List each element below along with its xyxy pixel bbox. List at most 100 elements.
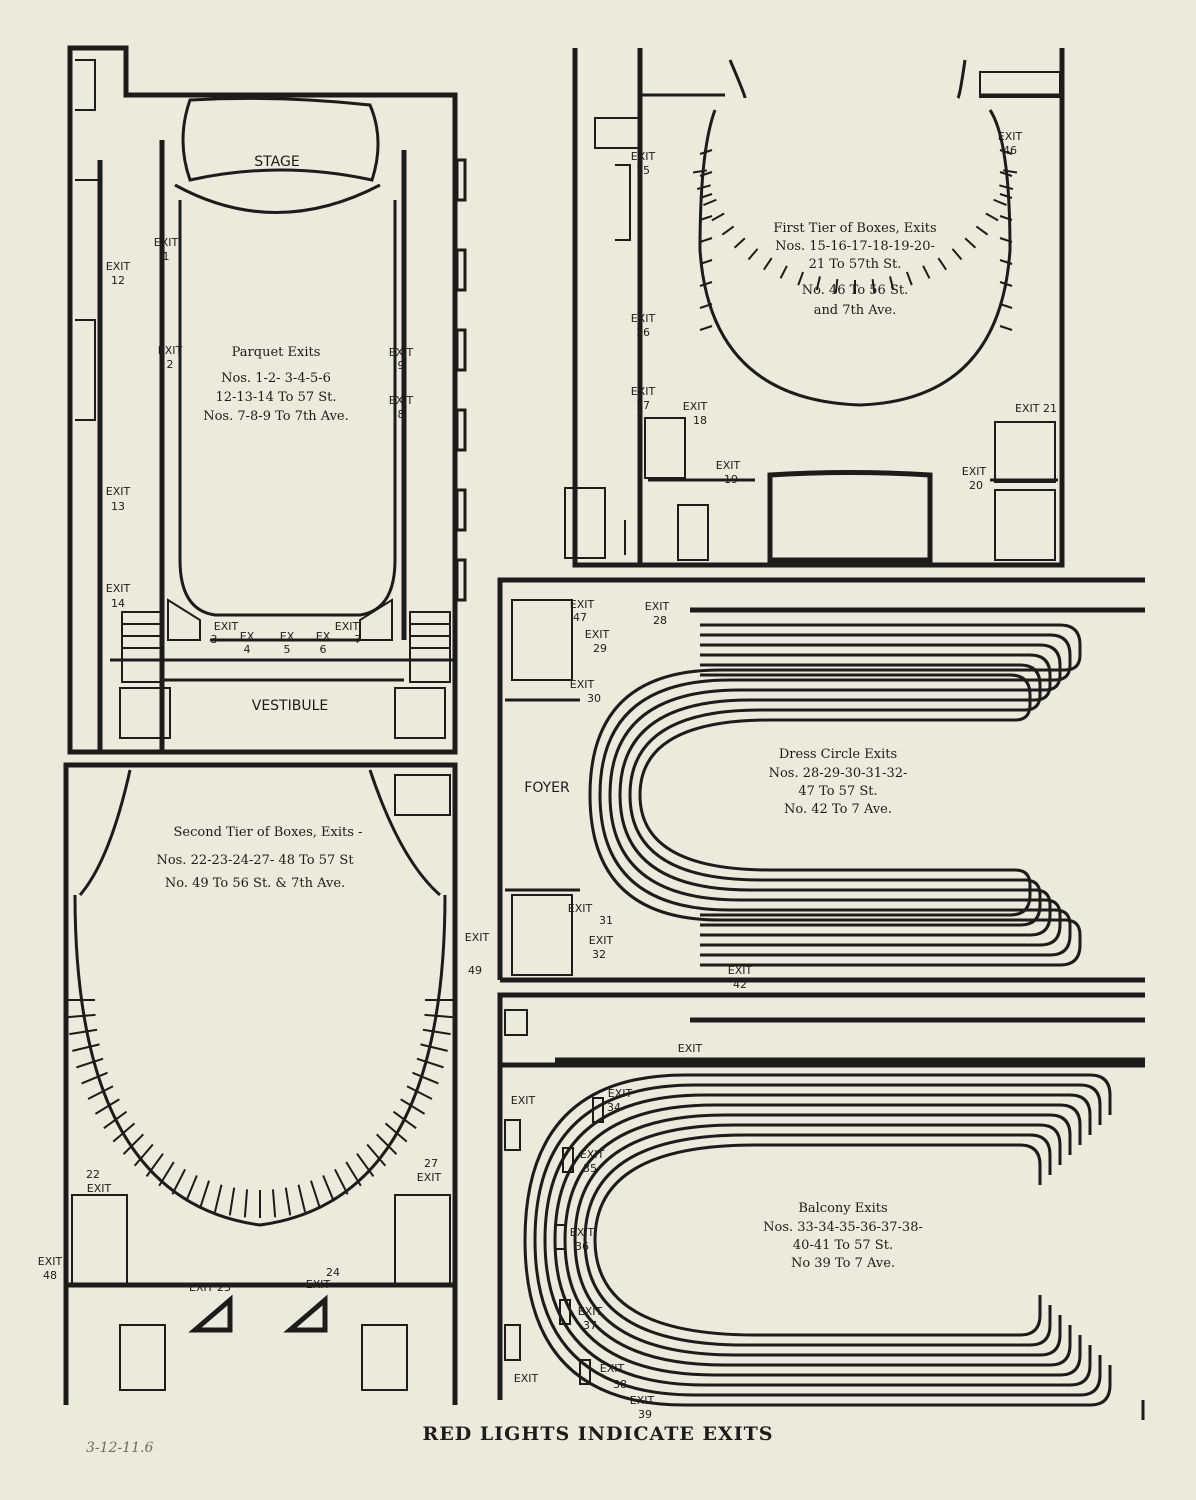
exit-1-num: 1 bbox=[163, 250, 170, 263]
seating-row-curve bbox=[593, 1239, 1042, 1337]
seat-tick bbox=[94, 1098, 120, 1115]
second-tier-line-3: No. 49 To 56 St. & 7th Ave. bbox=[165, 876, 345, 891]
balcony-line-3: 40-41 To 57 St. bbox=[793, 1238, 893, 1253]
first-tier-line-5: and 7th Ave. bbox=[814, 303, 897, 318]
seat-tick bbox=[699, 325, 713, 331]
seat-tick bbox=[834, 278, 839, 294]
exit-38-label: EXIT bbox=[600, 1362, 625, 1375]
exit-3-label: EXIT bbox=[214, 620, 239, 633]
seat-tick bbox=[103, 1110, 128, 1129]
pencil-annotation: 3-12-11.6 bbox=[86, 1440, 154, 1456]
seat-tick bbox=[905, 271, 913, 286]
seat-tick bbox=[999, 281, 1013, 287]
seating-row-curve bbox=[533, 1239, 1102, 1397]
exit-29-num: 29 bbox=[593, 642, 607, 655]
exit-1-label: EXIT bbox=[154, 236, 179, 249]
exit-3-num: 3 bbox=[211, 633, 218, 646]
seat-tick bbox=[797, 271, 805, 286]
seat-tick bbox=[112, 1122, 136, 1143]
exit-28-num: 28 bbox=[653, 614, 667, 627]
exit-30-num: 30 bbox=[587, 692, 601, 705]
exit-door bbox=[592, 1097, 604, 1123]
seat-tick bbox=[76, 1057, 104, 1069]
exit-12-num: 12 bbox=[111, 274, 125, 287]
exit-6-label: EX bbox=[316, 630, 331, 643]
exit-33-num: 33 bbox=[683, 1056, 697, 1069]
seat-tick bbox=[747, 248, 759, 261]
exit-15-num: 15 bbox=[636, 164, 650, 177]
exit-13-num: 13 bbox=[111, 500, 125, 513]
seat-tick bbox=[69, 1028, 98, 1036]
seat-tick bbox=[366, 1143, 387, 1167]
exit-33-label: EXIT bbox=[678, 1042, 703, 1055]
exit-7-num: 7 bbox=[355, 633, 362, 646]
foyer-label: FOYER bbox=[524, 780, 570, 796]
balcony-exit-doors bbox=[554, 1097, 604, 1385]
exit-door bbox=[559, 1299, 571, 1325]
balcony-exits: EXIT 33 EXIT 34 EXIT 35 EXIT 36 EXIT 37 … bbox=[511, 1042, 703, 1421]
exit-8-num: 8 bbox=[398, 408, 405, 421]
seat-tick bbox=[213, 1184, 223, 1213]
exit-34-num: 34 bbox=[607, 1101, 621, 1114]
exit-30-label: EXIT bbox=[570, 678, 595, 691]
exit-47-num: 47 bbox=[573, 611, 587, 624]
seat-tick bbox=[1002, 169, 1018, 174]
seat-tick bbox=[721, 225, 735, 236]
dress-circle-plan bbox=[497, 577, 1145, 983]
dress-circle-line-1: Dress Circle Exits bbox=[779, 747, 897, 762]
seating-row-curve bbox=[618, 698, 1052, 937]
exit-22-label: EXIT bbox=[87, 1182, 112, 1195]
seating-row-curve bbox=[553, 1103, 1082, 1241]
seating-row-curve bbox=[563, 1113, 1072, 1241]
exit-2-label: EXIT bbox=[158, 344, 183, 357]
exit-36-num: 36 bbox=[575, 1240, 589, 1253]
exit-door bbox=[554, 1224, 566, 1250]
seat-tick bbox=[937, 257, 947, 271]
seat-tick bbox=[763, 257, 773, 271]
exit-17-label: EXIT bbox=[631, 385, 656, 398]
seat-tick bbox=[699, 193, 713, 199]
seat-tick bbox=[699, 303, 713, 309]
seating-row-curve bbox=[523, 1073, 1112, 1241]
exit-42-label: EXIT bbox=[728, 964, 753, 977]
parquet-line-1: Nos. 1-2- 3-4-5-6 bbox=[221, 371, 331, 386]
seat-tick bbox=[412, 1071, 439, 1085]
exit-14-label: EXIT bbox=[106, 582, 131, 595]
seat-tick bbox=[951, 248, 963, 261]
seating-row-curve bbox=[700, 673, 1032, 722]
seating-row-curve bbox=[583, 1239, 1052, 1347]
exit-49-label: EXIT bbox=[465, 931, 490, 944]
seat-tick bbox=[711, 212, 725, 222]
seating-row-curve bbox=[593, 1143, 1042, 1241]
seat-tick bbox=[975, 225, 989, 236]
exit-8-label: EXIT bbox=[389, 394, 414, 407]
exit-18-num: 18 bbox=[693, 414, 707, 427]
seat-tick bbox=[999, 193, 1013, 199]
exit-unnumbered-upper: EXIT bbox=[511, 1094, 536, 1107]
exit-23-label: EXIT 23 bbox=[189, 1281, 231, 1294]
exit-39-label: EXIT bbox=[630, 1394, 655, 1407]
exit-46-num: 46 bbox=[1003, 144, 1017, 157]
seat-tick bbox=[964, 237, 977, 249]
seat-tick bbox=[999, 171, 1013, 177]
exit-37-num: 37 bbox=[583, 1319, 597, 1332]
seating-row-curve bbox=[573, 1123, 1062, 1241]
seat-tick bbox=[145, 1153, 164, 1177]
seat-tick bbox=[692, 169, 708, 174]
footer-caption: RED LIGHTS INDICATE EXITS bbox=[422, 1423, 774, 1445]
seating-row-curve bbox=[543, 1239, 1092, 1387]
exit-21-label: EXIT 21 bbox=[1015, 402, 1057, 415]
dress-circle-line-3: 47 To 57 St. bbox=[798, 784, 877, 799]
parquet-line-2: 12-13-14 To 57 St. bbox=[215, 390, 336, 405]
seat-tick bbox=[999, 303, 1013, 309]
seat-tick bbox=[185, 1175, 198, 1202]
seat-tick bbox=[699, 171, 713, 177]
seating-row-curve bbox=[533, 1083, 1102, 1241]
parquet-exits: EXIT 1 EXIT 2 EXIT 12 EXIT 13 EXIT 14 EX… bbox=[106, 236, 414, 656]
seat-tick bbox=[422, 1028, 451, 1036]
exit-19-label: EXIT bbox=[716, 459, 741, 472]
exit-unnumbered-lower: EXIT bbox=[514, 1372, 539, 1385]
exit-48-num: 48 bbox=[43, 1269, 57, 1282]
seat-tick bbox=[171, 1168, 186, 1195]
seat-tick bbox=[985, 212, 999, 222]
